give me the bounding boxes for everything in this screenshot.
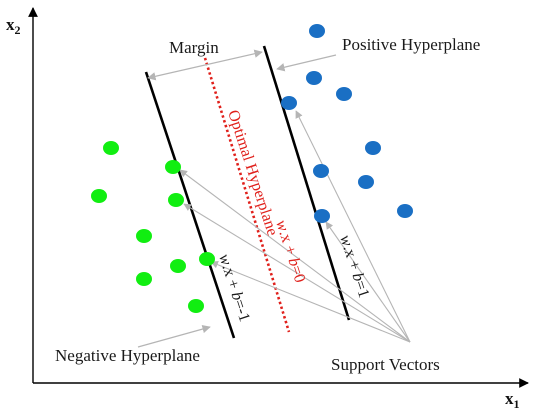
positive-point xyxy=(365,141,381,155)
margin-label: Margin xyxy=(169,38,219,57)
negative-hyperplane-pointer xyxy=(137,324,211,348)
positive-hyperplane-equation: w.x + b=1 xyxy=(336,233,372,300)
negative-point xyxy=(170,259,186,273)
positive-point xyxy=(336,87,352,101)
negative-point xyxy=(136,229,152,243)
margin-arrow xyxy=(147,49,263,81)
negative-class-points xyxy=(91,141,215,313)
positive-point xyxy=(309,24,325,38)
negative-support-vector xyxy=(165,160,181,174)
sv-arrow-5 xyxy=(325,221,411,343)
support-vectors-label: Support Vectors xyxy=(331,355,440,374)
negative-point xyxy=(188,299,204,313)
positive-support-vector xyxy=(281,96,297,110)
negative-hyperplane-equation: w.x + b=-1 xyxy=(215,252,253,324)
negative-point xyxy=(91,189,107,203)
positive-class-points xyxy=(281,24,413,223)
y-axis-label: x2 xyxy=(6,15,21,37)
positive-hyperplane-line xyxy=(262,45,351,321)
support-vector-arrows xyxy=(179,110,411,343)
positive-hyperplane-pointer xyxy=(276,54,337,72)
x-axis-label: x1 xyxy=(505,389,520,411)
positive-support-vector xyxy=(313,164,329,178)
negative-point xyxy=(103,141,119,155)
sv-arrow-4 xyxy=(295,110,411,343)
positive-point xyxy=(306,71,322,85)
sv-arrow-2 xyxy=(183,203,411,343)
positive-hyperplane-label: Positive Hyperplane xyxy=(342,35,480,54)
sv-arrow-3 xyxy=(210,261,411,343)
positive-point xyxy=(358,175,374,189)
negative-point xyxy=(136,272,152,286)
negative-hyperplane-label: Negative Hyperplane xyxy=(55,346,200,365)
optimal-hyperplane-equation: w.x + b=0 xyxy=(272,218,308,285)
negative-support-vector xyxy=(168,193,184,207)
sv-arrow-1 xyxy=(179,169,411,343)
optimal-hyperplane-label: Optimal Hyperplane xyxy=(224,108,281,238)
negative-support-vector xyxy=(199,252,215,266)
positive-support-vector xyxy=(314,209,330,223)
positive-point xyxy=(397,204,413,218)
